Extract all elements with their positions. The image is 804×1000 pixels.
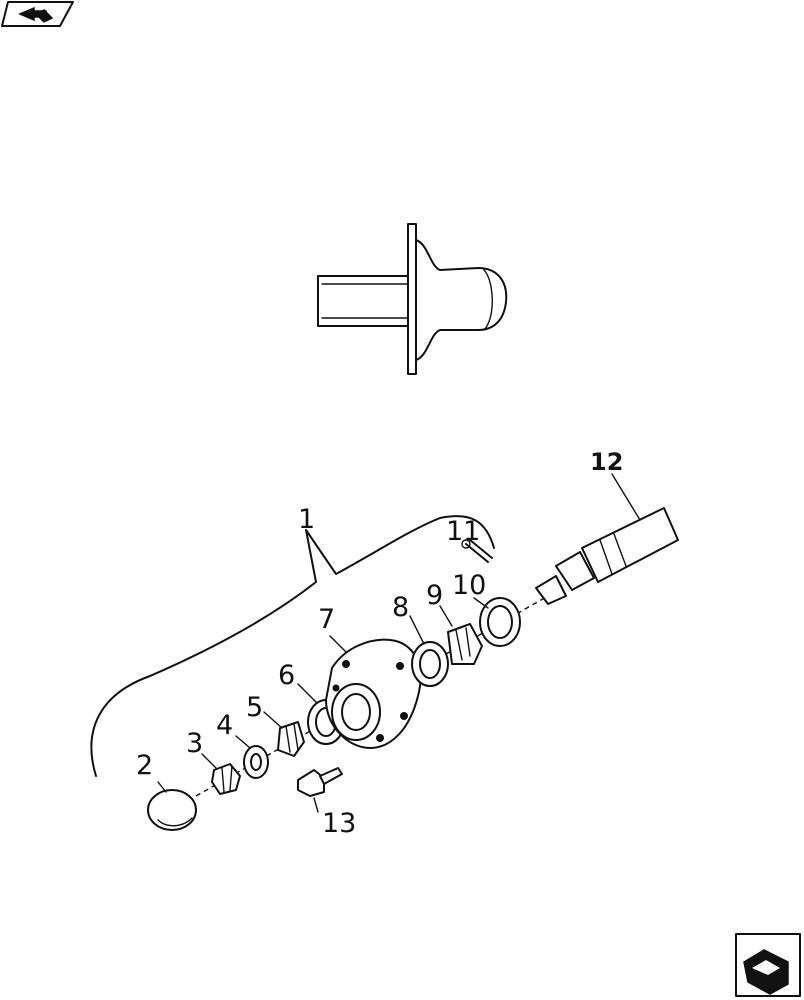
part-washer bbox=[243, 745, 269, 779]
part-inner-bearing-cone bbox=[447, 623, 483, 665]
callout-12: 12 bbox=[590, 448, 623, 476]
part-bolt bbox=[297, 767, 343, 797]
part-inner-bearing-cup bbox=[411, 641, 449, 687]
callout-3: 3 bbox=[186, 728, 203, 759]
callout-6: 6 bbox=[278, 660, 295, 691]
back-arrow-icon[interactable] bbox=[1, 1, 74, 27]
callout-10: 10 bbox=[452, 570, 486, 601]
part-hub bbox=[325, 638, 422, 749]
callout-9: 9 bbox=[426, 580, 443, 611]
callout-1: 1 bbox=[298, 504, 315, 535]
callout-7: 7 bbox=[318, 604, 335, 635]
callout-8: 8 bbox=[392, 592, 409, 623]
part-castle-nut bbox=[211, 763, 241, 795]
assembled-hub-illustration bbox=[317, 223, 508, 375]
part-outer-bearing-cone bbox=[277, 721, 305, 757]
part-cotter-pin bbox=[461, 539, 493, 563]
callout-13: 13 bbox=[322, 808, 356, 839]
assembly-bracket bbox=[90, 515, 495, 777]
part-dust-cap bbox=[147, 789, 197, 831]
callout-11: 11 bbox=[446, 516, 480, 547]
leader-lines bbox=[157, 473, 641, 813]
part-seal bbox=[479, 597, 521, 647]
next-page-icon[interactable] bbox=[735, 933, 801, 997]
callout-4: 4 bbox=[216, 710, 233, 741]
callout-2: 2 bbox=[136, 750, 153, 781]
callout-5: 5 bbox=[246, 692, 263, 723]
part-spindle bbox=[535, 507, 679, 605]
